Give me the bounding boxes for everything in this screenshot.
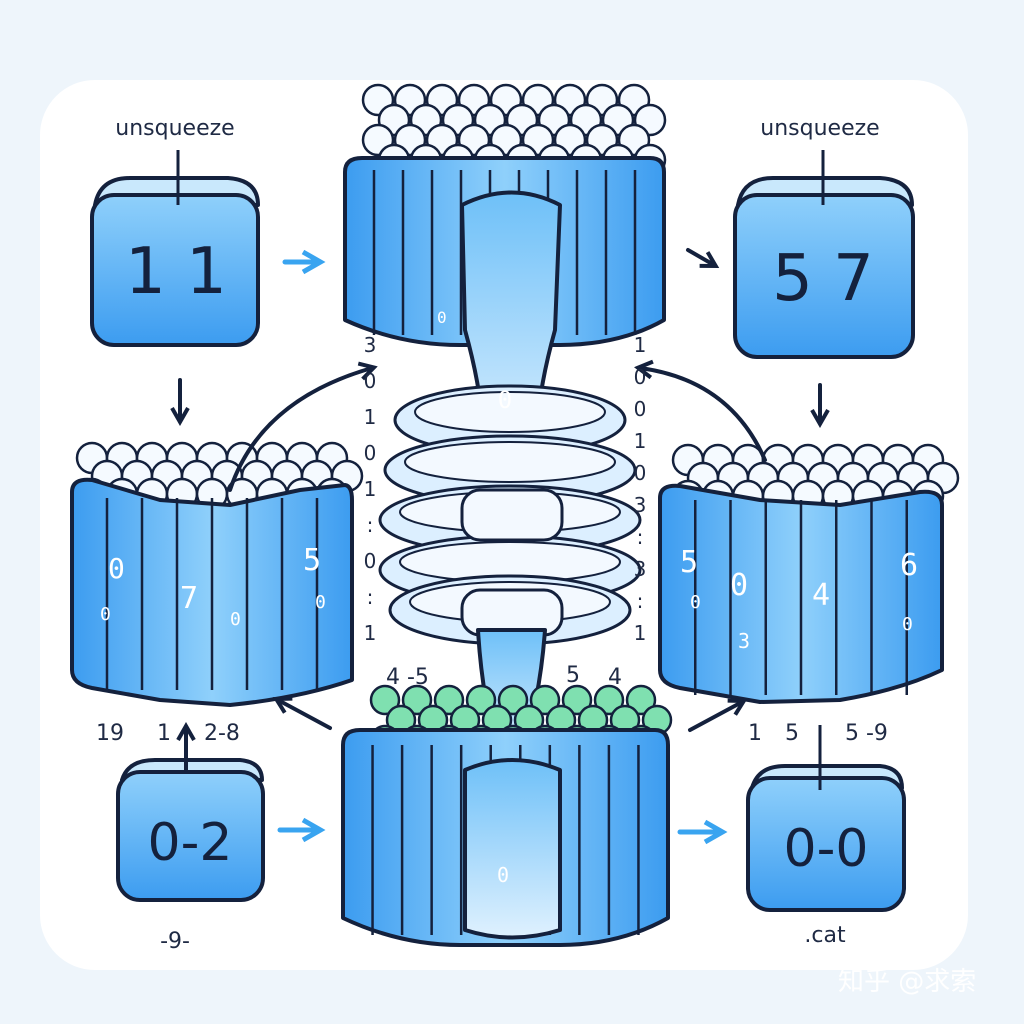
num-br-range: 5 -9 (845, 721, 888, 746)
col-left-num-5: 1 (364, 477, 377, 501)
col-right-num-5: 0 (634, 461, 647, 485)
col-left-num-7: 0 (364, 549, 377, 573)
tower-digit-2: 0 (497, 863, 509, 887)
center-tower: 0 0 0 (343, 85, 671, 945)
num-bl-range: 2-8 (204, 721, 240, 746)
stack-core-upper (462, 490, 562, 540)
num-center-right-b: 4 (608, 665, 622, 690)
cube-bottom-left-value: 0-2 (148, 813, 233, 873)
col-right-num-6: 3 (634, 493, 647, 517)
container-right-digit-2: 0 (730, 568, 748, 603)
col-left-num-1: 3 (364, 333, 377, 357)
cube-top-right: 5 7 (735, 150, 913, 357)
col-right-num-1: 1 (634, 333, 647, 357)
col-right-num-9: : (637, 589, 644, 613)
container-right-digit-7: 0 (902, 614, 913, 635)
col-left-num-6: : (367, 513, 374, 537)
cube-top-left: 1 1 (92, 150, 258, 345)
container-right-digit-1: 5 (680, 545, 698, 580)
num-bl-right: 1 (157, 721, 171, 746)
stack-layer-highlight (405, 442, 615, 482)
cube-top-right-value: 5 7 (772, 242, 874, 316)
container-left-digit-2: 7 (180, 581, 198, 616)
nine-label: -9- (160, 929, 190, 954)
col-right-num-7: : (637, 525, 644, 549)
container-left: 0 7 5 0 0 0 (72, 443, 362, 705)
container-right: 5 0 4 6 0 3 0 (660, 445, 958, 702)
cube-bottom-right-value: 0-0 (784, 819, 869, 879)
cat-label: .cat (804, 923, 846, 948)
container-right-digit-3: 4 (812, 578, 830, 613)
col-left-num-9: 1 (364, 621, 377, 645)
tower-digit-3: 0 (437, 308, 447, 327)
num-center-right-a: 5 (566, 663, 580, 688)
unsqueeze-label-right: unsqueeze (760, 116, 879, 141)
num-br-a: 1 (748, 721, 762, 746)
container-left-digit-5: 0 (230, 609, 241, 630)
cube-bottom-left: 0-2 (118, 760, 263, 900)
col-right-num-3: 0 (634, 397, 647, 421)
tower-digit-1: 0 (498, 386, 512, 414)
cube-top-left-value: 1 1 (125, 235, 227, 309)
col-left-num-4: 0 (364, 441, 377, 465)
container-left-digit-3: 5 (303, 543, 321, 578)
container-right-digit-5: 0 (690, 592, 701, 613)
container-left-digit-4: 0 (100, 604, 111, 625)
center-middle-stack (380, 386, 640, 644)
col-right-num-4: 1 (634, 429, 647, 453)
watermark: 知乎 @求索 (838, 967, 976, 997)
container-left-digit-1: 0 (108, 552, 125, 585)
col-left-num-8: : (367, 585, 374, 609)
col-left-num-3: 1 (364, 405, 377, 429)
unsqueeze-label-left: unsqueeze (115, 116, 234, 141)
num-bl-left: 19 (96, 721, 124, 746)
col-right-num-8: 3 (634, 557, 647, 581)
col-right-num-2: 0 (634, 365, 647, 389)
container-right-digit-6: 3 (738, 629, 750, 653)
container-left-digit-6: 0 (315, 592, 326, 613)
num-center-left-range: 4 -5 (386, 665, 429, 690)
container-right-digit-4: 6 (900, 548, 918, 583)
col-left-num-2: 0 (364, 369, 377, 393)
col-right-num-10: 1 (634, 621, 647, 645)
num-br-b: 5 (785, 721, 799, 746)
